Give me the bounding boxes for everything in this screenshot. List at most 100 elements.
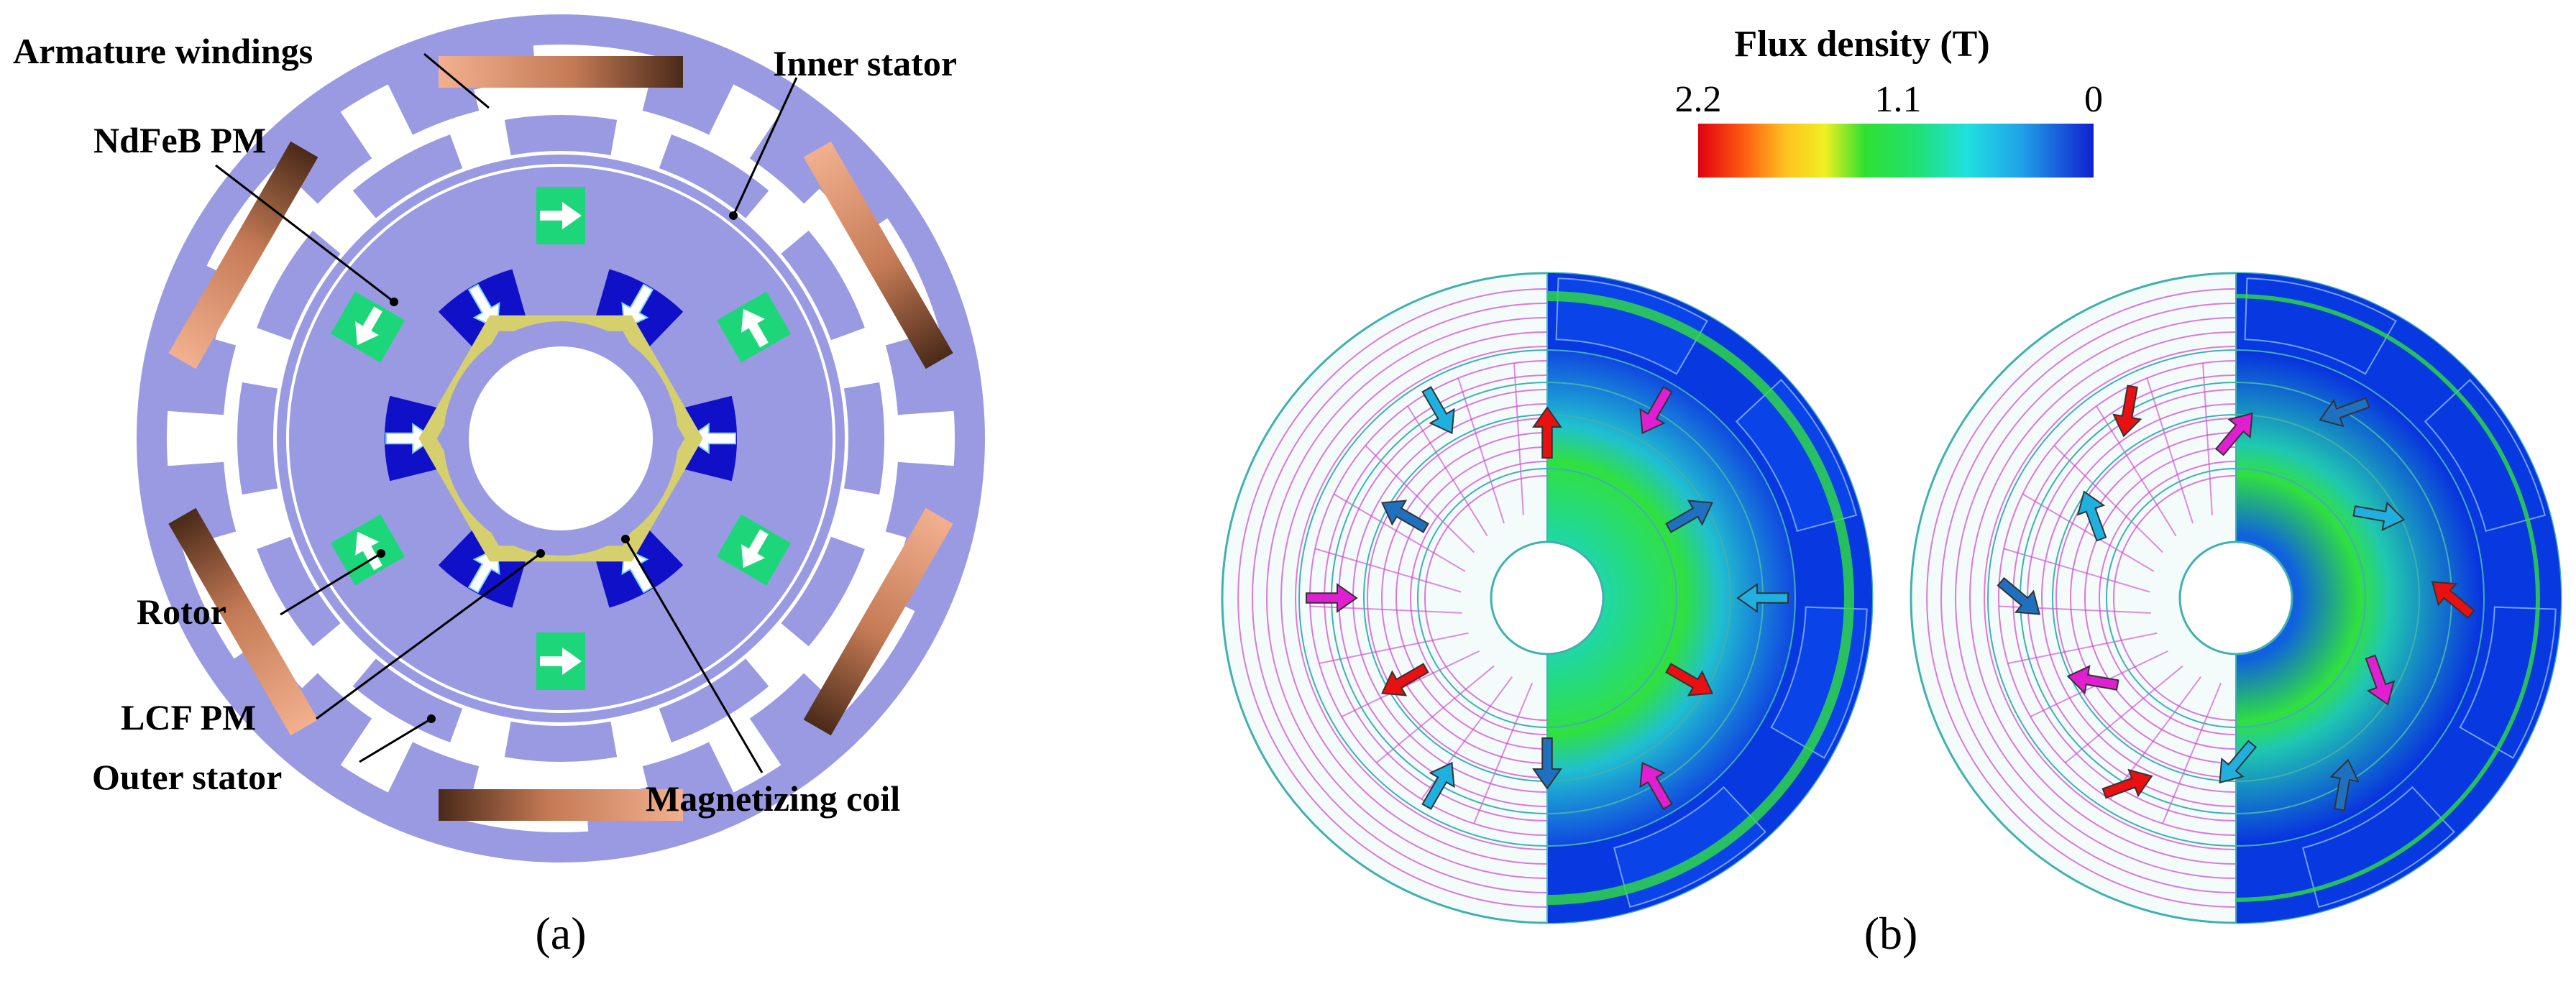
field-line <box>1381 432 1548 764</box>
pm-arrow <box>1532 737 1562 790</box>
pm-arrow <box>2352 501 2406 531</box>
caption-b: (b) <box>1864 908 1918 959</box>
field-line <box>1984 346 2237 850</box>
field-line <box>2003 548 2150 593</box>
field-line <box>2099 461 2237 735</box>
field-line <box>1367 418 1548 778</box>
machine-drawing-a <box>137 14 985 862</box>
panel-b-flux-density-plots: Flux density (T) 2.2 1.1 0 (b) <box>1221 24 2562 959</box>
outer-stator-region <box>2459 606 2557 759</box>
field-line <box>1375 665 1495 764</box>
rotor-segment <box>504 115 618 156</box>
field-line <box>1310 605 1462 614</box>
inner-stator-gap <box>286 164 835 713</box>
field-line <box>2022 493 2155 572</box>
label-inner-stator: Inner stator <box>773 43 957 83</box>
label-ndfeb-pm: NdFeB PM <box>93 120 266 160</box>
rotor-segment <box>504 721 618 762</box>
pm-arrow <box>2112 385 2142 438</box>
field-line <box>1955 317 2237 879</box>
outer-stator-region <box>2301 786 2455 908</box>
field-line <box>1998 360 2237 836</box>
pm-arrow <box>1665 500 1714 533</box>
field-line <box>1266 317 1548 879</box>
field-line <box>1237 288 1548 908</box>
pm-arrow <box>1306 583 1358 613</box>
label-lcf-pm: LCF PM <box>121 697 256 737</box>
field-line <box>1280 331 1548 865</box>
legend-title: Flux density (T) <box>1734 24 1989 65</box>
legend-tick-min: 0 <box>2084 79 2103 120</box>
field-line <box>2070 432 2237 764</box>
outer-stator-region <box>2424 379 2547 533</box>
rotor-segment <box>257 536 341 647</box>
pm-arrow <box>2329 758 2360 811</box>
field-line <box>1365 445 1475 553</box>
field-line <box>1314 548 1462 593</box>
field-line <box>2109 676 2201 800</box>
pm-arrow <box>1639 386 1673 435</box>
field-line <box>1333 493 1466 572</box>
pm-arrow <box>1380 663 1429 696</box>
label-rotor: Rotor <box>137 592 226 632</box>
field-line <box>2064 665 2183 764</box>
ndfeb-pm-arrow <box>741 529 769 569</box>
panel-a-machine-cross-section: Armature windings Inner stator NdFeB PM … <box>13 14 985 959</box>
shaft-hole <box>1490 540 1605 656</box>
field-line <box>1473 682 1534 824</box>
rotor-segment <box>659 658 769 742</box>
leader-lines-a <box>215 52 798 773</box>
ndfeb-pm-arrow <box>741 308 769 348</box>
pm-arrow <box>1421 386 1455 435</box>
field-line <box>1407 405 1488 537</box>
flux-colour-map <box>1547 273 1872 923</box>
pm-arrow <box>2365 654 2396 706</box>
pm-arrow <box>2066 665 2119 695</box>
label-armature-windings: Armature windings <box>13 31 313 71</box>
pm-arrow <box>1736 583 1789 613</box>
flux-map-inner <box>2236 350 2484 846</box>
armature-winding <box>439 789 683 821</box>
field-line <box>1410 461 1548 735</box>
rotor-segment <box>257 230 341 341</box>
rotor-segment <box>843 382 884 495</box>
pm-arrow <box>1639 761 1673 810</box>
field-line <box>1457 377 1505 524</box>
field-line <box>2202 363 2213 515</box>
field-line <box>1926 288 2237 908</box>
field-line <box>2053 445 2163 553</box>
pm-arrow <box>2214 412 2253 456</box>
flux-colour-map <box>2236 273 2561 923</box>
armature-winding <box>803 507 953 736</box>
flux-map-inner <box>1547 350 1795 846</box>
pm-arrow <box>2219 740 2258 784</box>
ndfeb-pm-arrow <box>355 531 382 571</box>
magnetizing-coil <box>418 315 703 562</box>
caption-a: (a) <box>535 908 586 959</box>
rotor-segment <box>781 230 865 341</box>
flux-plot-left <box>1221 272 1874 924</box>
armature-winding <box>803 141 953 369</box>
field-line <box>1295 346 1548 850</box>
field-line <box>2096 405 2177 537</box>
legend-colorbar <box>1698 124 2094 178</box>
pm-arrow <box>2431 581 2475 620</box>
armature-winding <box>168 507 318 736</box>
pm-arrow <box>2101 768 2153 799</box>
legend-tick-max: 2.2 <box>1675 79 1722 120</box>
rotor-segment <box>352 134 463 218</box>
ndfeb-pm-arrow <box>355 306 382 346</box>
shaft-hole <box>2178 540 2293 656</box>
flux-ring <box>2236 294 2540 902</box>
field-line <box>1969 331 2237 865</box>
shaft-ring <box>444 321 678 556</box>
pm-arrow <box>1532 406 1562 459</box>
field-line <box>1940 303 2237 893</box>
field-line <box>1252 303 1548 893</box>
field-line <box>2084 446 2237 750</box>
ndfeb-pm-arrow <box>540 648 582 675</box>
label-outer-stator: Outer stator <box>92 757 282 797</box>
field-line <box>1395 446 1548 750</box>
field-line <box>2055 418 2237 778</box>
label-magnetizing-coil: Magnetizing coil <box>646 778 900 819</box>
